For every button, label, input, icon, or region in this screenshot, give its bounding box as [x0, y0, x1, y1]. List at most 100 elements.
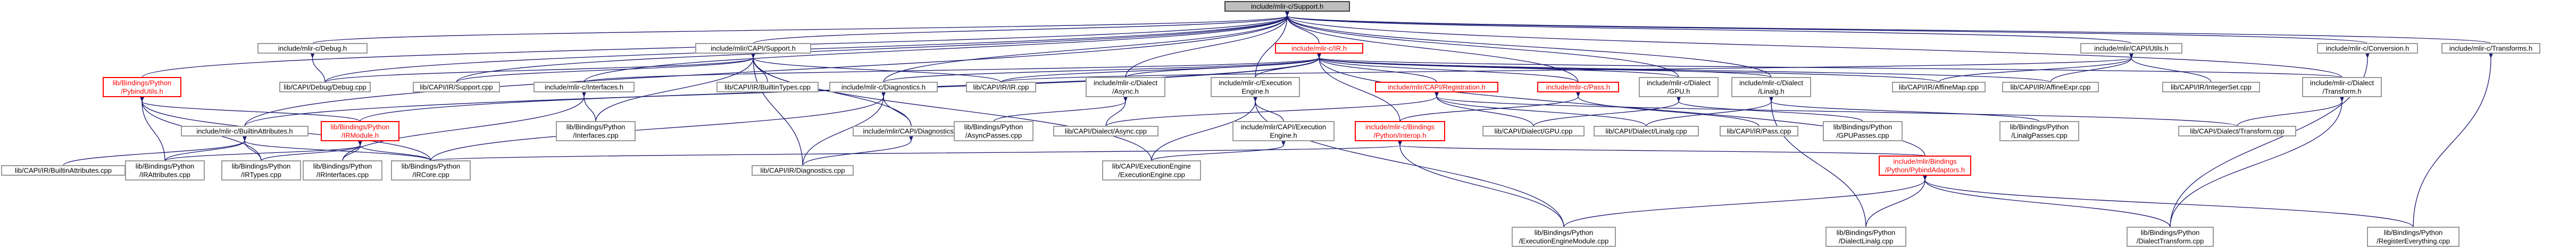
file-node-capi-ee-h[interactable]: include/mlir/CAPI/ExecutionEngine.h [1232, 121, 1335, 141]
file-node-box [716, 82, 819, 92]
file-node-capi-linalg-cpp[interactable]: lib/CAPI/Dialect/Linalg.cpp [1594, 126, 1699, 136]
file-node-capi-pass-cpp[interactable]: lib/CAPI/IR/Pass.cpp [1720, 126, 1798, 136]
include-edge-capi_linalg_cpp-to-linalg_h [1646, 96, 1774, 127]
file-node-irmodule-h[interactable]: lib/Bindings/Python/IRModule.h [321, 121, 399, 141]
file-node-capi-utils-h[interactable]: include/mlir/CAPI/Utils.h [2080, 43, 2182, 54]
file-node-label: include/mlir-c/Diagnostics.h [841, 83, 926, 91]
file-node-box [752, 165, 854, 176]
file-node-label: /Async.h [1112, 88, 1139, 96]
file-node-label: lib/Bindings/Python [232, 162, 291, 170]
file-node-capi-transform-cpp[interactable]: lib/CAPI/Dialect/Transform.cpp [2178, 126, 2296, 136]
file-node-py-dialectlinalg-cpp[interactable]: lib/Bindings/Python/DialectLinalg.cpp [1825, 227, 1906, 247]
file-node-py-linalgpasses-cpp[interactable]: lib/Bindings/Python/LinalgPasses.cpp [1999, 121, 2079, 141]
include-edge-conversion_h-to-root [1285, 11, 2368, 44]
file-node-label: include/mlir-c/Support.h [1251, 3, 1324, 11]
include-edge-py_eemodule_cpp-to-pybind_adaptors_h [1563, 175, 1928, 228]
file-node-conversion-h[interactable]: include/mlir-c/Conversion.h [2317, 43, 2418, 54]
file-node-box [1512, 227, 1616, 247]
file-node-capi-async-cpp[interactable]: lib/CAPI/Dialect/Async.cpp [1053, 126, 1158, 136]
file-node-box [556, 121, 636, 141]
file-node-box [1537, 82, 1619, 92]
include-edge-pybind_adaptors_h-to-bindings_interop_h [1397, 140, 1925, 157]
file-node-py-ircore-cpp[interactable]: lib/Bindings/Python/IRCore.cpp [391, 160, 471, 181]
file-node-ee-h[interactable]: include/mlir-c/ExecutionEngine.h [1211, 77, 1300, 97]
file-node-capi-ir-cpp[interactable]: lib/CAPI/IR/IR.cpp [966, 82, 1036, 92]
file-node-box [2127, 227, 2214, 247]
file-node-label: include/mlir-c/Pass.h [1546, 83, 1610, 91]
file-node-label: lib/CAPI/IR/BuiltinAttributes.cpp [15, 167, 112, 175]
file-node-affinemap-cpp[interactable]: lib/CAPI/IR/AffineMap.cpp [1892, 82, 1986, 92]
file-node-box [1086, 77, 1165, 97]
file-node-debug-h[interactable]: include/mlir-c/Debug.h [257, 43, 368, 54]
file-node-label: lib/CAPI/IR/Pass.cpp [1727, 127, 1791, 135]
file-node-transform-h[interactable]: include/mlir-c/Dialect/Transform.h [2302, 77, 2382, 97]
file-node-ir-h[interactable]: include/mlir-c/IR.h [1275, 43, 1363, 54]
file-node-label: lib/CAPI/IR/BuiltinTypes.cpp [724, 83, 811, 91]
file-node-gpu-h[interactable]: include/mlir-c/Dialect/GPU.h [1639, 77, 1719, 97]
file-node-box [1825, 227, 1906, 247]
file-node-box [2317, 43, 2418, 54]
file-node-label: lib/Bindings/Python [331, 123, 390, 131]
file-node-interfaces-h[interactable]: include/mlir-c/Interfaces.h [533, 82, 635, 92]
file-node-capi-diagnostics-cpp[interactable]: lib/CAPI/IR/Diagnostics.cpp [752, 165, 854, 176]
file-node-capi-gpu-cpp[interactable]: lib/CAPI/Dialect/GPU.cpp [1482, 126, 1585, 136]
file-node-transforms-h[interactable]: include/mlir-c/Transforms.h [2441, 43, 2540, 54]
include-edge-debug_h-to-root [312, 11, 1290, 44]
file-node-box [257, 43, 368, 54]
file-node-bindings-interop-h[interactable]: include/mlir-c/Bindings/Python/Interop.h [1355, 121, 1445, 141]
file-node-builtinattributes-h[interactable]: include/mlir-c/BuiltinAttributes.h [181, 126, 309, 136]
include-edge-py_irattributes_cpp-to-builtinattributes_h [164, 135, 247, 161]
file-node-label: /DialectLinalg.cpp [1839, 237, 1894, 245]
file-node-capi-diagnostics-h[interactable]: include/mlir/CAPI/Diagnostics.h [853, 126, 970, 136]
file-node-affineexpr-cpp[interactable]: lib/CAPI/IR/AffineExpr.cpp [2002, 82, 2099, 92]
file-node-py-gpupasses-cpp[interactable]: lib/Bindings/Python/GPUPasses.cpp [1823, 121, 1903, 141]
file-node-label: /IRTypes.cpp [241, 171, 281, 179]
file-node-label: lib/Bindings/Python [136, 162, 195, 170]
file-node-capi-ee-cpp[interactable]: lib/CAPI/ExecutionEngine/ExecutionEngine… [1102, 160, 1201, 181]
include-edge-interfaces_h-to-root [583, 11, 1290, 83]
file-node-async-h[interactable]: include/mlir-c/Dialect/Async.h [1086, 77, 1165, 97]
file-node-box [1375, 82, 1498, 92]
file-node-label: /Linalg.h [1758, 88, 1784, 96]
file-node-capi-builtintypes-cpp[interactable]: lib/CAPI/IR/BuiltinTypes.cpp [716, 82, 819, 92]
include-edge-capi_transform_cpp-to-registration_h [1434, 91, 2238, 127]
include-edge-capi_diagnostics_cpp-to-capi_diagnostics_h [802, 135, 914, 166]
file-node-pass-h[interactable]: include/mlir-c/Pass.h [1537, 82, 1619, 92]
include-edge-py_dialectlinalg_cpp-to-pybind_adaptors_h [1865, 175, 1928, 228]
file-node-label: lib/Bindings/Python [964, 123, 1023, 131]
file-node-label: lib/Bindings/Python [113, 79, 172, 87]
file-node-label: lib/CAPI/ExecutionEngine [1112, 162, 1191, 170]
file-node-registration-h[interactable]: include/mlir/CAPI/Registration.h [1375, 82, 1498, 92]
file-node-capi-ir-support-cpp[interactable]: lib/CAPI/IR/Support.cpp [413, 82, 500, 92]
file-node-label: lib/Bindings/Python [313, 162, 372, 170]
file-node-root[interactable]: include/mlir-c/Support.h [1224, 1, 1350, 12]
file-node-py-irattributes-cpp[interactable]: lib/Bindings/Python/IRAttributes.cpp [125, 160, 205, 181]
file-node-capi-debug-cpp[interactable]: lib/CAPI/Debug/Debug.cpp [279, 82, 371, 92]
file-node-box [1999, 121, 2079, 141]
file-node-py-irinterfaces-cpp[interactable]: lib/Bindings/Python/IRInterfaces.cpp [303, 160, 382, 181]
file-node-label: include/mlir/CAPI/Diagnostics.h [863, 127, 959, 135]
file-node-label: /AsyncPasses.cpp [965, 132, 1022, 140]
include-edge-capi_support_h-to-root [753, 11, 1290, 44]
file-node-diagnostics-h[interactable]: include/mlir-c/Diagnostics.h [829, 82, 938, 92]
include-edge-capi_ee_cpp-to-ee_h [1151, 96, 1258, 161]
file-node-py-interfaces-cpp[interactable]: lib/Bindings/Python/Interfaces.cpp [556, 121, 636, 141]
file-node-capi-support-h[interactable]: include/mlir/CAPI/Support.h [695, 43, 811, 54]
file-node-py-dialecttransform-cpp[interactable]: lib/Bindings/Python/DialectTransform.cpp [2127, 227, 2214, 247]
include-edge-capi_ee_cpp-to-capi_support_h [751, 53, 1152, 161]
file-node-label: include/mlir/CAPI/Support.h [711, 45, 796, 53]
file-node-box [1232, 121, 1335, 141]
include-edge-py_ircore_cpp-to-diagnostics_h [430, 91, 886, 161]
file-node-py-irtypes-cpp[interactable]: lib/Bindings/Python/IRTypes.cpp [221, 160, 301, 181]
file-node-pybind-adaptors-h[interactable]: include/mlir/Bindings/Python/PybindAdapt… [1879, 156, 1971, 176]
file-node-py-asyncpasses-cpp[interactable]: lib/Bindings/Python/AsyncPasses.cpp [954, 121, 1033, 141]
include-edge-bindings_interop_h-to-ir_h [1316, 53, 1400, 122]
include-edge-py_interfaces_cpp-to-interfaces_h [581, 91, 596, 122]
file-node-capi-builtinattributes-cpp[interactable]: lib/CAPI/IR/BuiltinAttributes.cpp [1, 165, 126, 176]
file-node-integerset-cpp[interactable]: lib/CAPI/IR/IntegerSet.cpp [2162, 82, 2260, 92]
file-node-py-eemodule-cpp[interactable]: lib/Bindings/Python/ExecutionEngineModul… [1512, 227, 1616, 247]
file-node-py-registereverything-cpp[interactable]: lib/Bindings/Python/RegisterEverything.c… [2367, 227, 2460, 247]
include-edge-transforms_h-to-root [1285, 11, 2491, 44]
file-node-pybind-utils-h[interactable]: lib/Bindings/Python/PybindUtils.h [103, 77, 181, 97]
file-node-linalg-h[interactable]: include/mlir-c/Dialect/Linalg.h [1731, 77, 1811, 97]
